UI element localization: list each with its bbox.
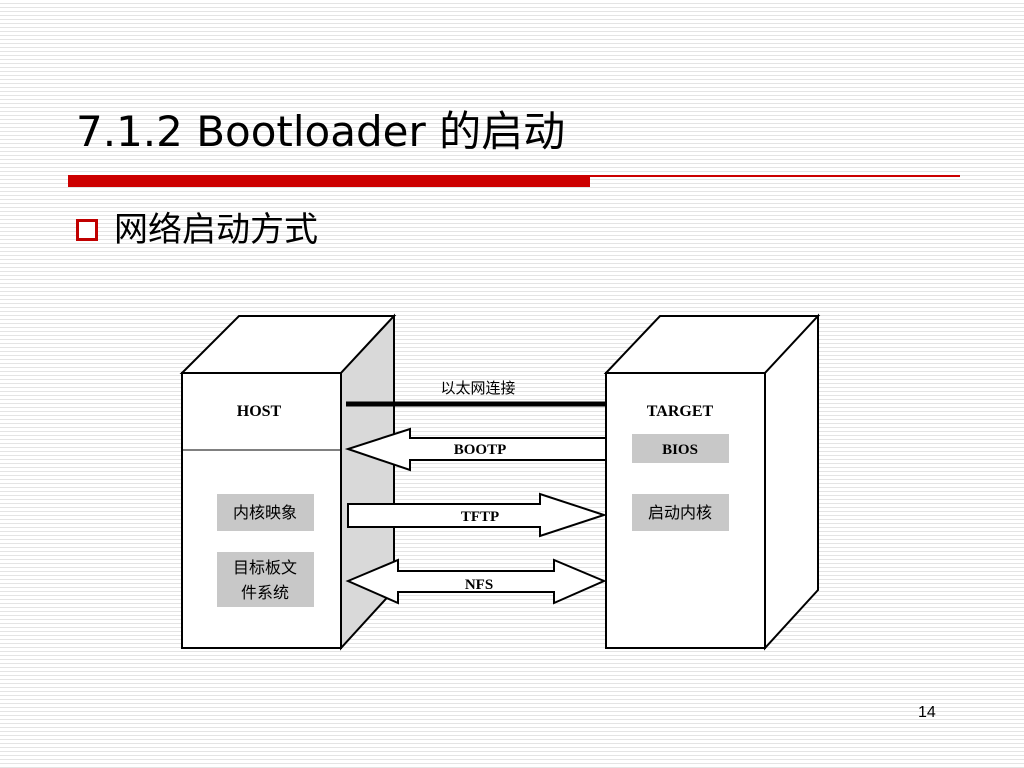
slide-title: 7.1.2 Bootloader 的启动 xyxy=(76,107,566,156)
title-underline xyxy=(590,175,960,177)
rootfs-box xyxy=(217,552,314,607)
target-label: TARGET xyxy=(647,403,714,420)
target-box: TARGET BIOS 启动内核 xyxy=(603,313,821,651)
kernel-image-label: 内核映象 xyxy=(233,503,297,522)
host-label: HOST xyxy=(237,403,282,420)
hollow-square-icon xyxy=(76,219,98,241)
title-accent-bar xyxy=(68,175,590,187)
boot-kernel-label: 启动内核 xyxy=(648,503,712,522)
kernel-image-box xyxy=(217,494,314,531)
bios-box xyxy=(632,434,729,463)
rootfs-label-line1: 目标板文 xyxy=(233,558,297,577)
nfs-label: NFS xyxy=(465,577,493,593)
page-number: 14 xyxy=(918,704,936,721)
ethernet-label: 以太网连接 xyxy=(440,379,515,397)
bullet-text: 网络启动方式 xyxy=(114,210,318,250)
bullet-item: 网络启动方式 xyxy=(76,206,318,254)
target-side-face xyxy=(764,313,819,651)
tftp-arrow xyxy=(347,492,608,538)
boot-kernel-box xyxy=(632,494,729,531)
bootp-label: BOOTP xyxy=(454,442,507,458)
tftp-label: TFTP xyxy=(461,509,499,525)
host-box: HOST 内核映象 目标板文 件系统 xyxy=(179,313,397,651)
nfs-arrow xyxy=(345,558,607,605)
bios-label: BIOS xyxy=(662,442,698,458)
rootfs-label-line2: 件系统 xyxy=(241,583,289,602)
bootp-arrow xyxy=(344,427,607,472)
